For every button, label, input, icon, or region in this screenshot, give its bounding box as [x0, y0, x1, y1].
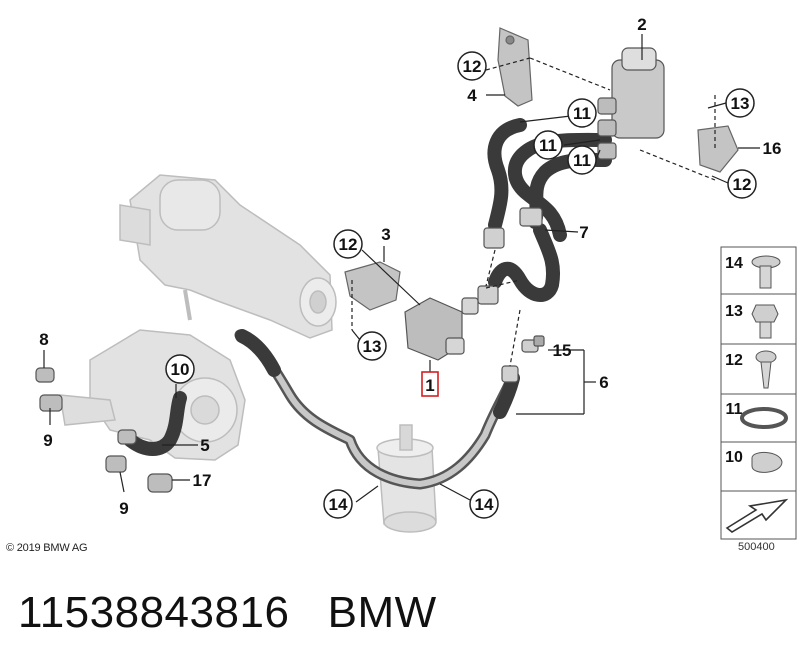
- callout-11-a[interactable]: 11: [567, 98, 597, 128]
- label-2[interactable]: 2: [637, 15, 646, 34]
- svg-text:10: 10: [171, 360, 190, 379]
- svg-text:11: 11: [573, 151, 591, 170]
- leader-lines: [43, 34, 760, 503]
- turbo-ghost: [59, 329, 246, 461]
- label-17[interactable]: 17: [193, 471, 212, 490]
- svg-text:11: 11: [539, 136, 557, 155]
- svg-text:10: 10: [725, 449, 743, 466]
- bracket-16: [697, 125, 739, 173]
- svg-text:12: 12: [463, 57, 482, 76]
- svg-text:14: 14: [725, 255, 743, 272]
- coolant-pipe: [234, 329, 518, 490]
- callout-14-right[interactable]: 14: [469, 489, 499, 519]
- svg-text:13: 13: [731, 94, 750, 113]
- small-fittings: [35, 367, 173, 493]
- svg-text:12: 12: [339, 235, 358, 254]
- parts-diagram: 12 11 11 11 13 12 12 13 10 14 14 2 4: [35, 15, 797, 540]
- legend-item-11[interactable]: 11: [726, 401, 788, 429]
- fastener-legend: [720, 246, 797, 540]
- label-5[interactable]: 5: [200, 436, 209, 455]
- valve-block: [597, 47, 665, 160]
- callout-13-mid[interactable]: 13: [357, 331, 387, 361]
- direction-arrow-icon: [725, 498, 789, 533]
- label-9-b[interactable]: 9: [119, 499, 128, 518]
- bracket-3: [344, 261, 401, 311]
- callout-12-right[interactable]: 12: [727, 169, 757, 199]
- part-number: 11538843816: [18, 588, 290, 637]
- svg-text:12: 12: [725, 352, 743, 369]
- legend-item-13[interactable]: 13: [725, 303, 779, 339]
- label-3[interactable]: 3: [381, 225, 390, 244]
- brand-name: BMW: [327, 588, 437, 637]
- callout-10[interactable]: 10: [165, 354, 195, 384]
- svg-text:14: 14: [329, 495, 348, 514]
- highlighted-part-1[interactable]: 1: [421, 371, 439, 397]
- svg-text:11: 11: [573, 104, 591, 123]
- callout-13-right[interactable]: 13: [725, 88, 755, 118]
- callout-14-left[interactable]: 14: [323, 489, 353, 519]
- bracket-4: [497, 27, 533, 107]
- hose-5: [123, 391, 187, 456]
- label-15[interactable]: 15: [553, 341, 572, 360]
- callout-11-c[interactable]: 11: [567, 145, 597, 175]
- label-7[interactable]: 7: [579, 223, 588, 242]
- svg-text:13: 13: [363, 337, 382, 356]
- label-9-a[interactable]: 9: [43, 431, 52, 450]
- hose-bundle: [487, 118, 612, 302]
- copyright-text: © 2019 BMW AG: [6, 542, 88, 554]
- label-4[interactable]: 4: [467, 86, 477, 105]
- svg-text:11: 11: [726, 401, 743, 418]
- label-8[interactable]: 8: [39, 330, 48, 349]
- label-16[interactable]: 16: [763, 139, 782, 158]
- sensor-15: [521, 335, 545, 353]
- electric-pump: [404, 297, 479, 361]
- footer-caption: 11538843816 BMW: [18, 588, 437, 638]
- hose-connectors: [477, 207, 543, 383]
- callout-12-top[interactable]: 12: [457, 51, 487, 81]
- diagram-code: 500400: [738, 541, 775, 553]
- legend-item-14[interactable]: 14: [725, 255, 781, 289]
- legend-item-12[interactable]: 12: [725, 350, 777, 389]
- svg-text:12: 12: [733, 175, 752, 194]
- svg-text:1: 1: [425, 376, 434, 395]
- callout-11-b[interactable]: 11: [533, 130, 563, 160]
- callout-12-mid[interactable]: 12: [333, 229, 363, 259]
- label-6[interactable]: 6: [599, 373, 608, 392]
- legend-item-10[interactable]: 10: [725, 449, 783, 473]
- egr-cooler-ghost: [119, 174, 337, 339]
- svg-text:13: 13: [725, 303, 743, 320]
- svg-text:14: 14: [475, 495, 494, 514]
